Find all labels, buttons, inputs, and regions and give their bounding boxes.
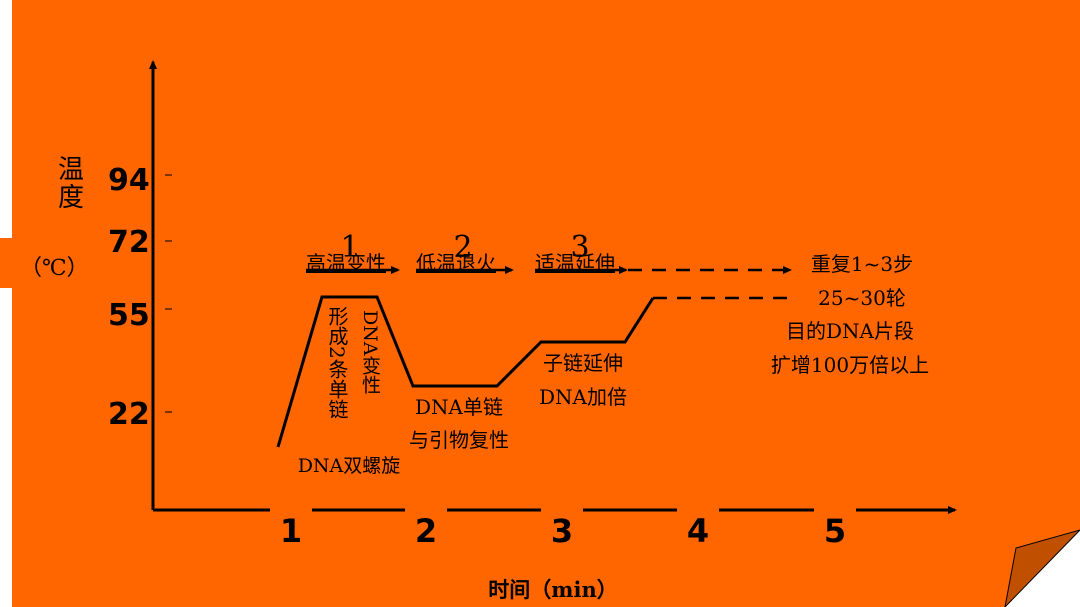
tick-gap [405, 506, 447, 516]
y-tick-label: 94 [108, 163, 150, 198]
annotation-anneal-1: DNA单链 [415, 395, 503, 419]
annotation-repeat-3: 目的DNA片段 [786, 319, 914, 343]
x-tick-label: 4 [687, 512, 709, 550]
x-tick-label: 1 [280, 512, 302, 550]
step-label: 低温退火 [416, 251, 496, 275]
tick-gap [541, 506, 583, 516]
annotation-double-helix: DNA双螺旋 [298, 455, 401, 477]
annotation-repeat-1: 重复1~3步 [811, 252, 913, 276]
tick-gap [677, 506, 719, 516]
slide-background [12, 0, 1080, 607]
tick-gap [814, 506, 856, 516]
annotation-denature: DNA变性 [359, 310, 381, 394]
x-tick-label: 5 [824, 512, 846, 550]
step-number: 2 [453, 230, 472, 265]
annotation-form-strands: 形成2条单链 [325, 306, 349, 419]
temperature-curve [276, 295, 655, 448]
annotation-repeat-4: 扩增100万倍以上 [771, 353, 929, 377]
y-tick-label: 22 [108, 397, 150, 432]
step-number: 1 [340, 230, 359, 265]
x-tick-label: 3 [551, 512, 573, 550]
y-tick-label: 72 [108, 225, 150, 260]
annotation-extend-1: 子链延伸 [543, 351, 623, 375]
folded-corner-icon [1004, 529, 1080, 607]
y-tick-label: 55 [108, 298, 150, 333]
annotation-repeat-2: 25~30轮 [818, 286, 906, 310]
step-label: 高温变性 [306, 251, 386, 275]
x-tick-label: 2 [415, 512, 437, 550]
tick-gap [270, 506, 312, 516]
annotation-anneal-2: 与引物复性 [409, 428, 509, 452]
x-axis-title: 时间（min） [488, 577, 617, 602]
y-axis-title: 温 [58, 155, 84, 185]
annotation-extend-2: DNA加倍 [539, 385, 627, 409]
left-tab [0, 238, 14, 288]
y-axis-title: 度 [58, 183, 84, 213]
y-axis-unit: （℃） [20, 256, 89, 281]
step-label: 适温延伸 [535, 251, 615, 275]
step-number: 3 [570, 230, 589, 265]
